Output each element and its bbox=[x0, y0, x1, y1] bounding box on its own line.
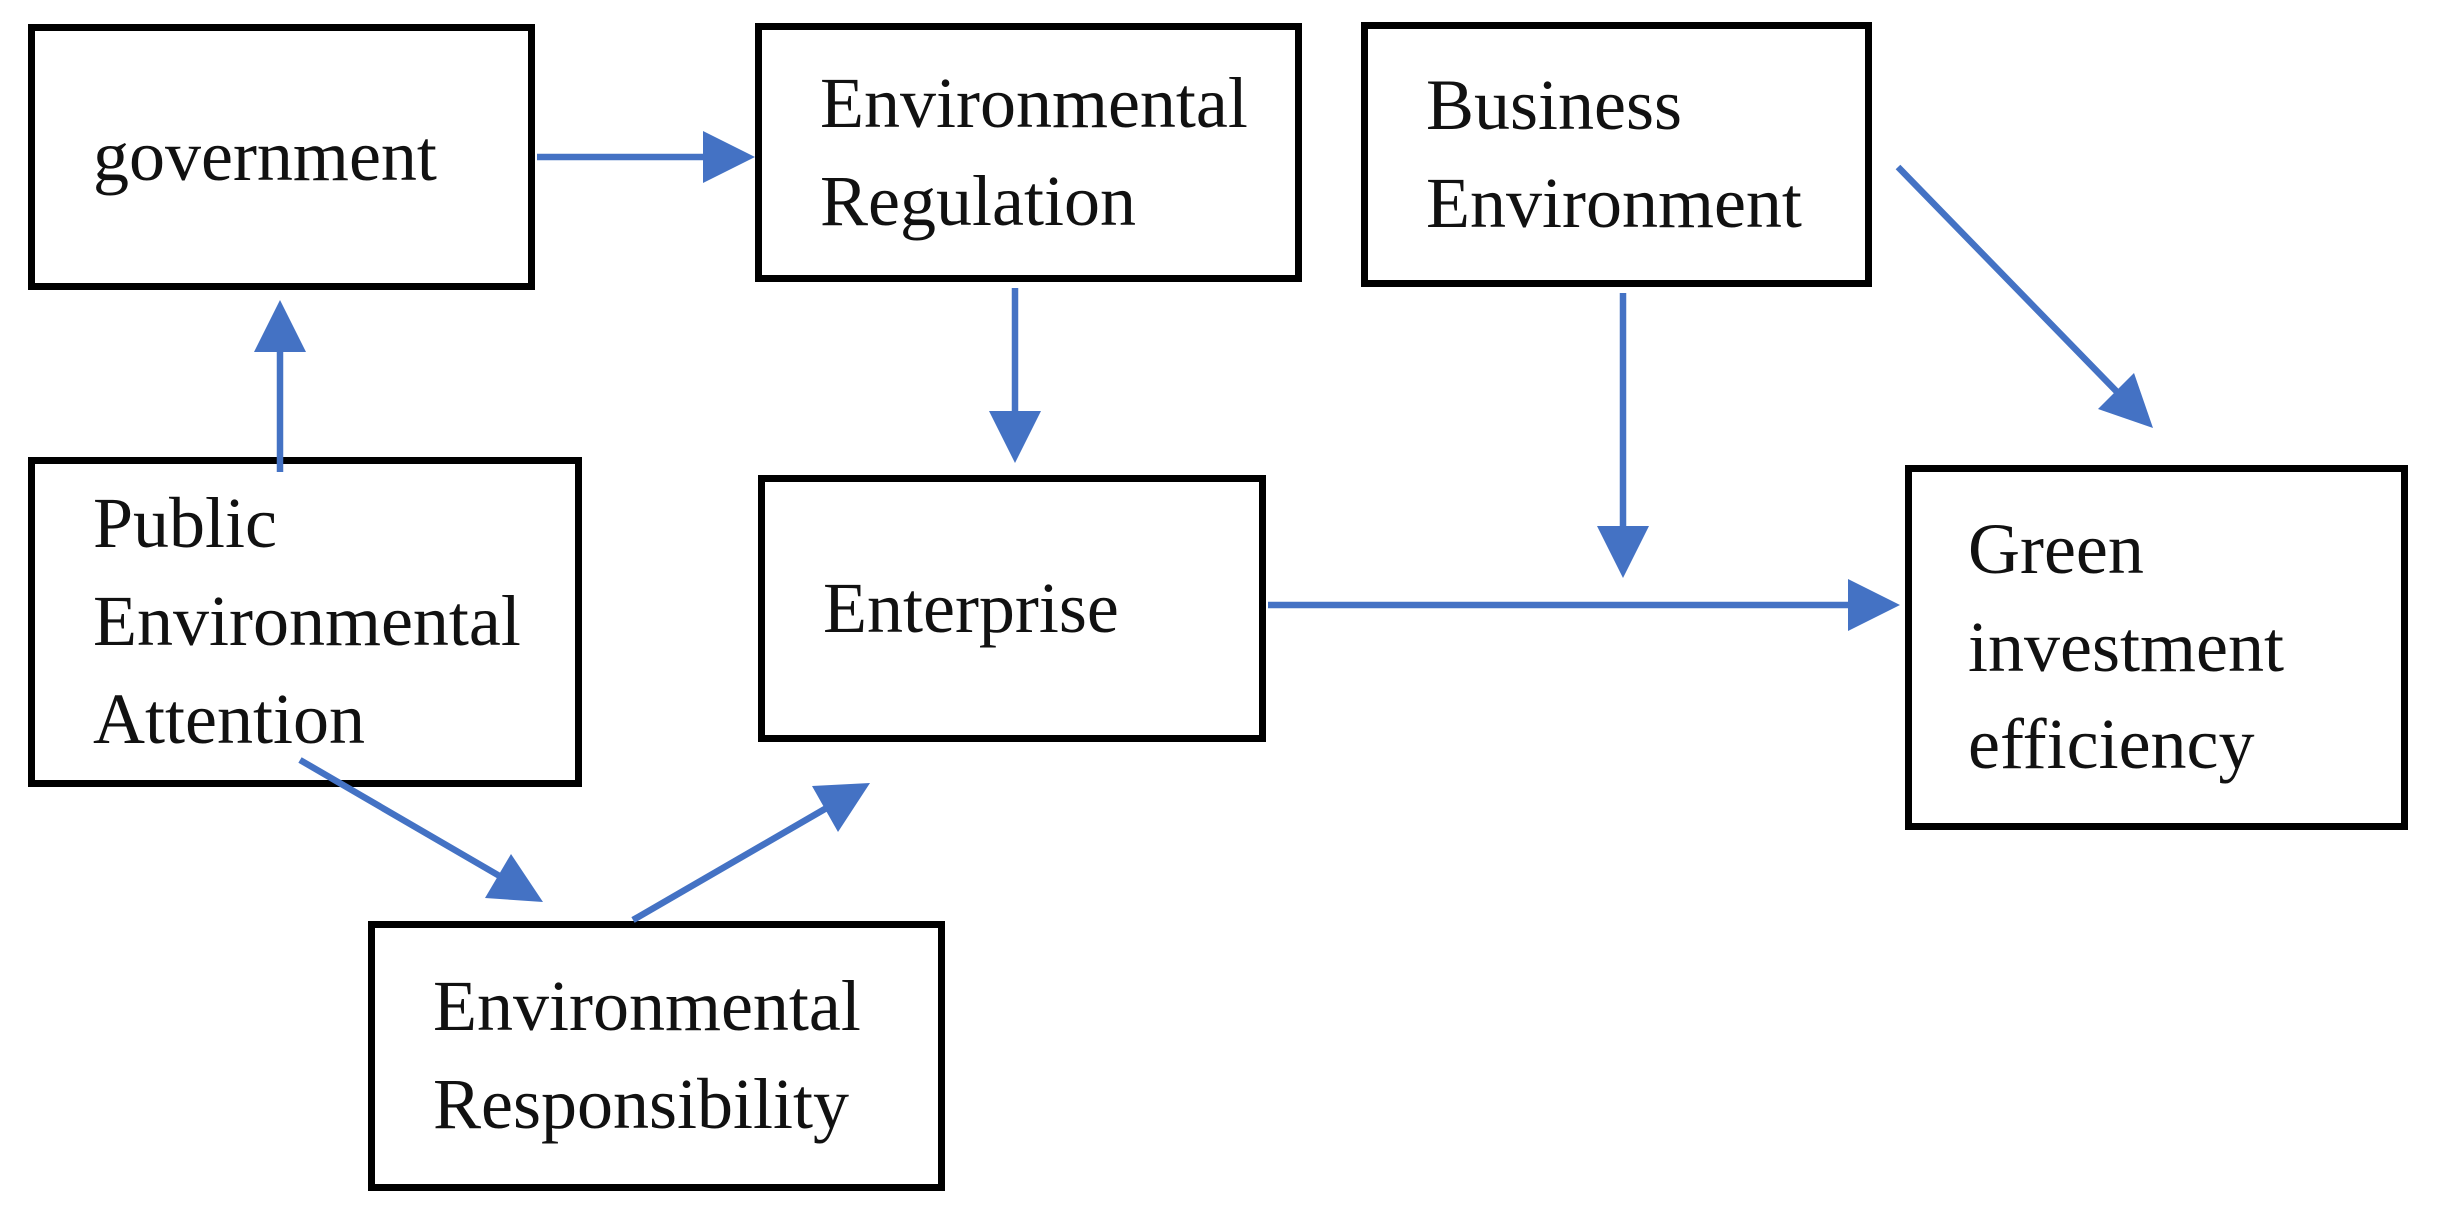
node-business-environment: Business Environment bbox=[1361, 22, 1872, 287]
arrow-public-environmental-attention-to-government bbox=[254, 300, 306, 472]
arrow-environmental-responsibility-to-enterprise bbox=[631, 783, 870, 923]
node-enterprise: Enterprise bbox=[758, 475, 1266, 742]
node-green-investment-efficiency: Green investment efficiency bbox=[1905, 465, 2408, 830]
node-environmental-responsibility: Environmental Responsibility bbox=[368, 921, 945, 1191]
node-enterprise-label: Enterprise bbox=[823, 567, 1119, 648]
arrow-business-environment-to-green-investment-efficiency bbox=[1895, 164, 2153, 428]
node-public-environmental-attention-label: Public Environmental Attention bbox=[93, 483, 521, 759]
node-government-label: government bbox=[93, 116, 437, 197]
node-environmental-regulation-label: Environmental Regulation bbox=[820, 62, 1248, 241]
node-environmental-responsibility-label: Environmental Responsibility bbox=[433, 966, 861, 1144]
node-public-environmental-attention: Public Environmental Attention bbox=[28, 457, 582, 787]
arrow-government-to-environmental-regulation bbox=[537, 131, 755, 183]
node-green-investment-efficiency-label: Green investment efficiency bbox=[1968, 508, 2284, 785]
node-business-environment-label: Business Environment bbox=[1426, 64, 1802, 243]
arrow-business-environment-down bbox=[1597, 293, 1649, 578]
node-environmental-regulation: Environmental Regulation bbox=[755, 23, 1302, 282]
arrow-enterprise-to-green-investment-efficiency bbox=[1268, 579, 1900, 631]
node-government: government bbox=[28, 24, 535, 290]
arrow-environmental-regulation-to-enterprise bbox=[989, 288, 1041, 463]
